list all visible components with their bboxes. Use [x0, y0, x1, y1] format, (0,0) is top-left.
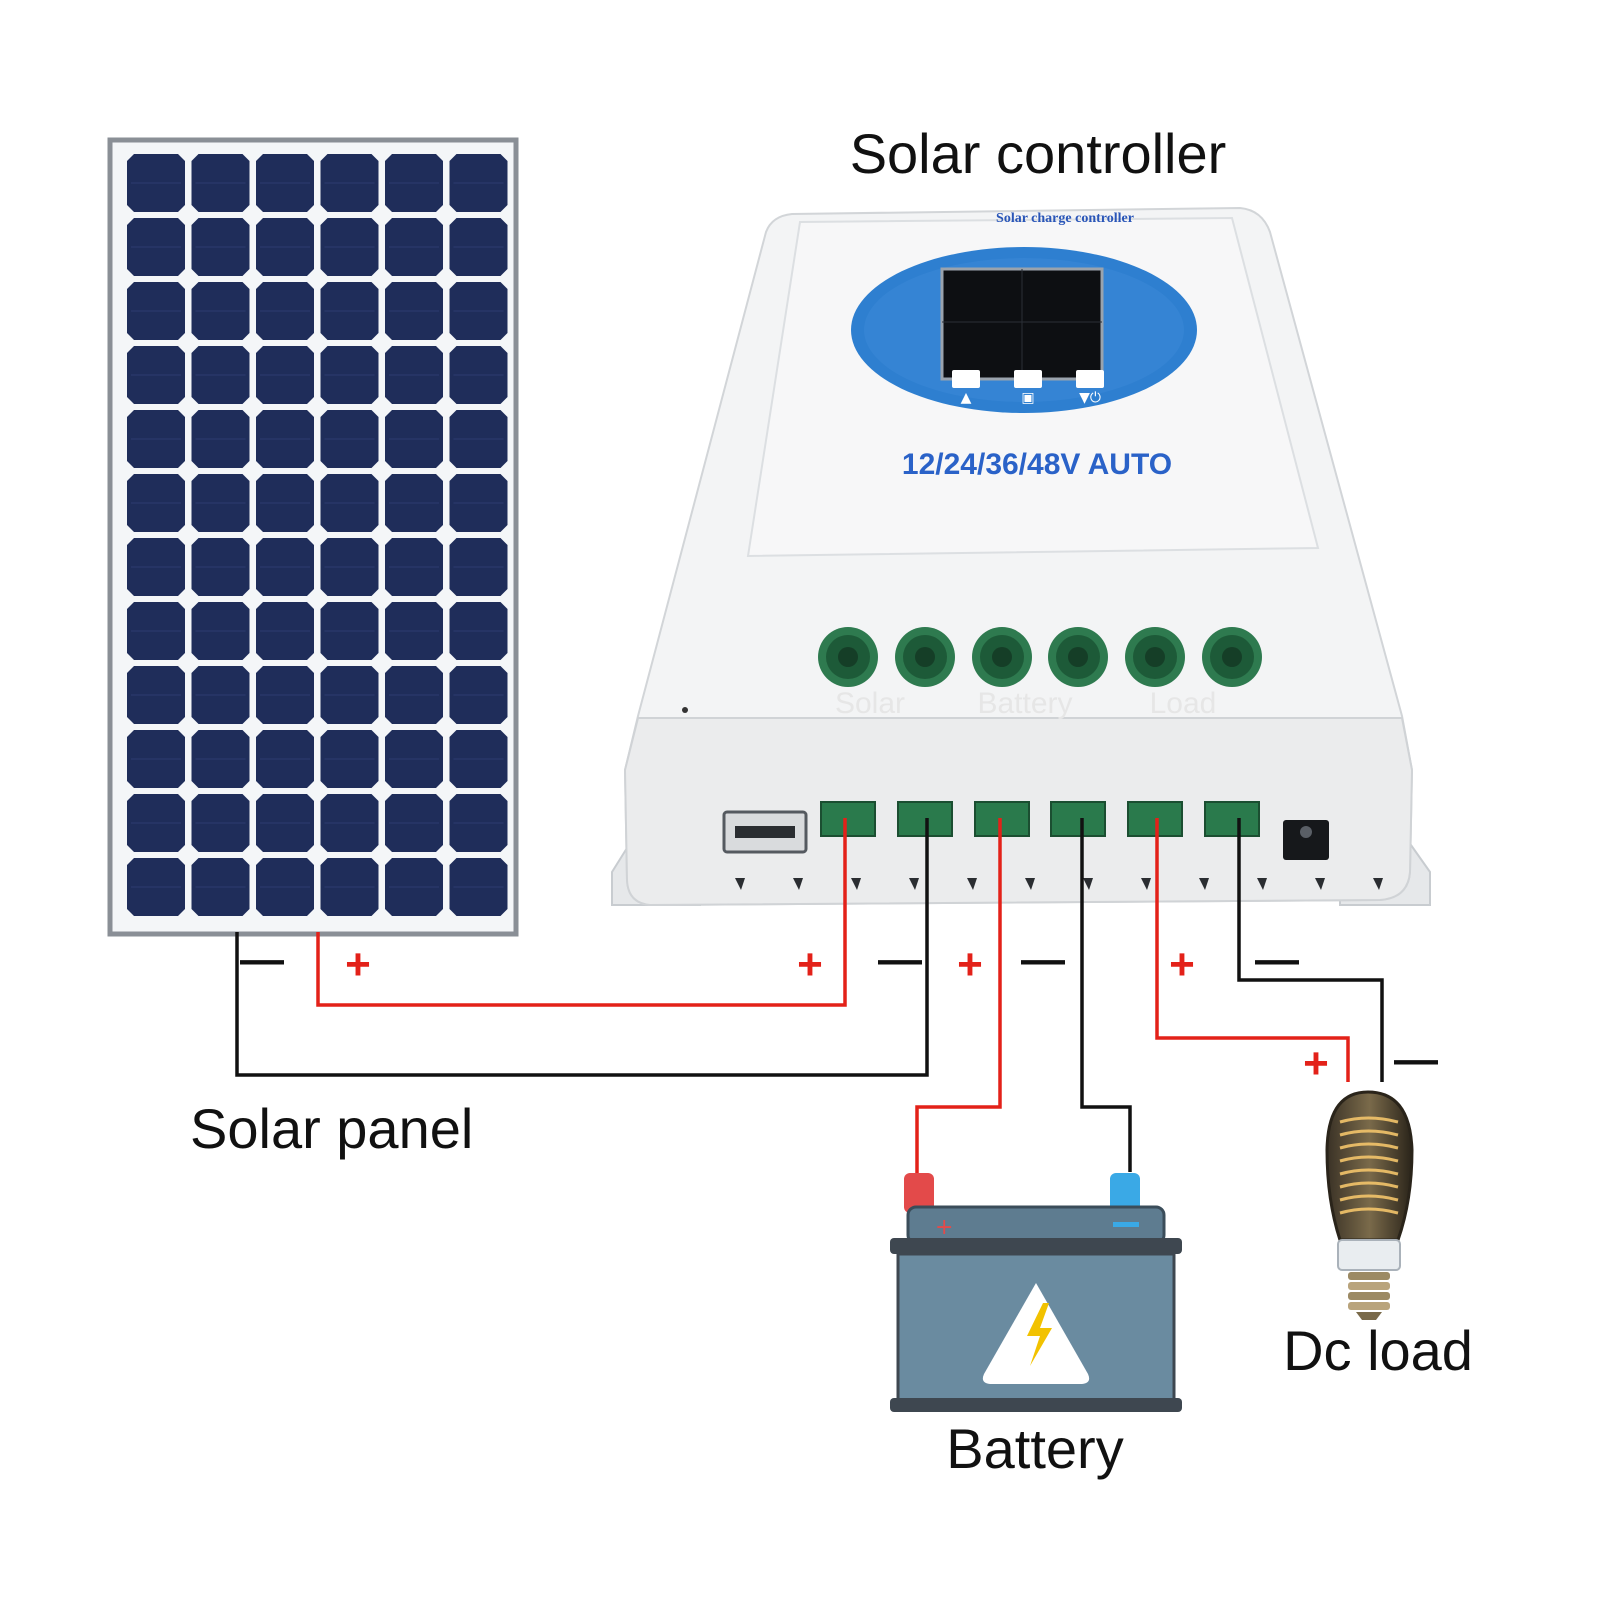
- solar-positive-wire: [316, 818, 847, 1007]
- vent-tooth: [851, 878, 861, 890]
- filament-coil: [1339, 1129, 1399, 1137]
- screw-terminal[interactable]: [1202, 627, 1262, 687]
- terminal-label-load: Load: [1150, 687, 1217, 720]
- filament-coil: [1339, 1168, 1399, 1176]
- vent-tooth: [1373, 878, 1383, 890]
- bulb-screw-base: [1348, 1272, 1390, 1310]
- solar-controller-caption: Solar controller: [850, 122, 1227, 185]
- filament-coil: [1339, 1155, 1399, 1163]
- svg-text:▼⏻: ▼⏻: [1079, 390, 1101, 406]
- down-power-button[interactable]: ▼⏻: [1076, 370, 1104, 406]
- vent-tooth: [793, 878, 803, 890]
- controller-voltage-text: 12/24/36/48V AUTO: [902, 448, 1172, 481]
- battery-plus-sign: +: [957, 940, 983, 989]
- load-negative-wire: [1237, 818, 1384, 1082]
- wire-slot[interactable]: [897, 801, 953, 837]
- battery-caption: Battery: [946, 1417, 1123, 1480]
- screw-terminal[interactable]: [818, 627, 878, 687]
- filament-coil: [1339, 1207, 1399, 1215]
- vent-tooth: [1199, 878, 1209, 890]
- filament-coil: [1339, 1181, 1399, 1189]
- bulb-plus-sign: +: [1303, 1039, 1329, 1088]
- vent-tooth: [967, 878, 977, 890]
- vent-tooth: [1315, 878, 1325, 890]
- panel-minus-sign: —: [240, 935, 284, 984]
- wire-slot-row: [820, 801, 1260, 837]
- screw-terminal[interactable]: [1048, 627, 1108, 687]
- screw-terminal[interactable]: [1125, 627, 1185, 687]
- battery-negative-wire: [1080, 818, 1132, 1172]
- solar-minus-sign: —: [878, 935, 922, 984]
- wire-slot[interactable]: [1050, 801, 1106, 837]
- dc-load-caption: Dc load: [1283, 1319, 1473, 1382]
- controller-header-text: Solar charge controller: [996, 211, 1134, 226]
- load-positive-wire: [1155, 818, 1350, 1082]
- battery-minus-sign: —: [1021, 935, 1065, 984]
- terminal-label-battery: Battery: [977, 687, 1072, 720]
- filament-coil: [1339, 1116, 1399, 1124]
- filament-coil: [1339, 1194, 1399, 1202]
- svg-text:▣: ▣: [1021, 390, 1034, 406]
- screw-terminal-row: [818, 627, 1262, 687]
- filament-coil: [1339, 1142, 1399, 1150]
- wiring: [235, 818, 1384, 1177]
- dc-jack[interactable]: [1283, 820, 1329, 860]
- svg-text:▲: ▲: [961, 390, 972, 406]
- screw-terminal[interactable]: [895, 627, 955, 687]
- bottom-vents: [735, 878, 1383, 890]
- wire-slot[interactable]: [1127, 801, 1183, 837]
- high-voltage-warning-icon: [982, 1283, 1090, 1384]
- bulb-filament: [1339, 1116, 1399, 1215]
- car-battery-icon: +: [890, 1173, 1182, 1412]
- solar-negative-wire: [235, 818, 929, 1077]
- terminal-label-solar: Solar: [835, 687, 905, 720]
- menu-button[interactable]: ▣: [1014, 370, 1042, 406]
- solar-plus-sign: +: [797, 940, 823, 989]
- up-button[interactable]: ▲: [952, 370, 980, 406]
- solar-controller-device: Solar charge controller ▲ ▣ ▼⏻ 12/24/36/…: [611, 206, 1431, 907]
- svg-text:+: +: [935, 1215, 953, 1240]
- load-plus-sign: +: [1169, 940, 1195, 989]
- solar-panel-caption: Solar panel: [190, 1097, 473, 1160]
- light-bulb-icon: [1325, 1090, 1414, 1320]
- vent-tooth: [1083, 878, 1093, 890]
- screw-terminal[interactable]: [972, 627, 1032, 687]
- load-minus-sign: —: [1255, 935, 1299, 984]
- wire-slot[interactable]: [1204, 801, 1260, 837]
- panel-plus-sign: +: [345, 940, 371, 989]
- usb-port[interactable]: [722, 810, 808, 854]
- battery-positive-wire: [915, 818, 1002, 1177]
- wire-slot[interactable]: [974, 801, 1030, 837]
- vent-tooth: [1141, 878, 1151, 890]
- vent-tooth: [1025, 878, 1035, 890]
- thread-ring: [1348, 1282, 1390, 1290]
- vent-tooth: [735, 878, 745, 890]
- polarity-signs: — + + — + — + — + —: [240, 935, 1438, 1088]
- thread-ring: [1348, 1272, 1390, 1280]
- panel-cell-grid: [127, 154, 508, 916]
- thread-ring: [1348, 1302, 1390, 1310]
- wire-slot[interactable]: [820, 801, 876, 837]
- vent-tooth: [909, 878, 919, 890]
- bulb-minus-sign: —: [1394, 1035, 1438, 1084]
- vent-tooth: [1257, 878, 1267, 890]
- solar-panel: [107, 137, 519, 937]
- thread-ring: [1348, 1292, 1390, 1300]
